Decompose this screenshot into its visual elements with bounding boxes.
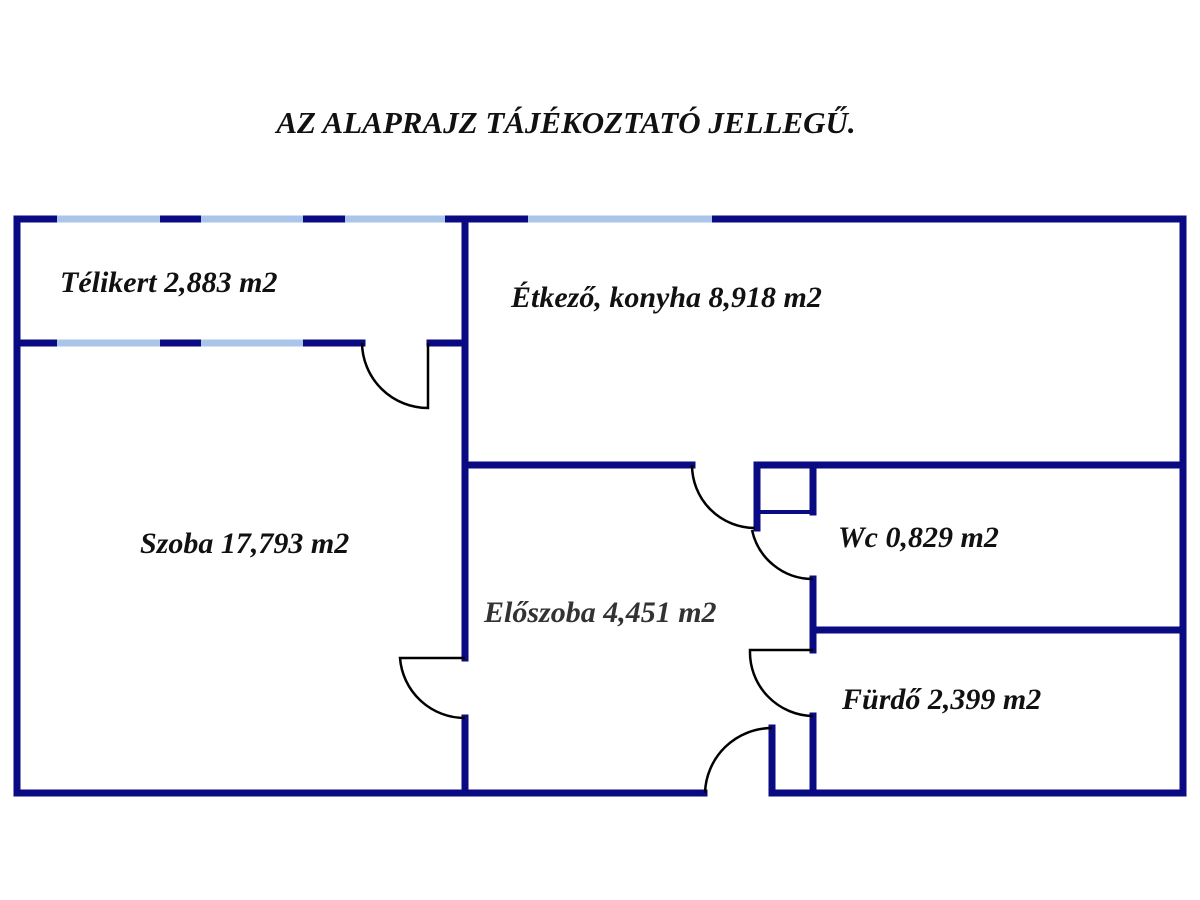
door-bathroom <box>748 648 814 718</box>
door-winter-garden <box>360 342 430 410</box>
room-label-bathroom: Fürdő 2,399 m2 <box>841 683 1041 716</box>
wc-fixture <box>755 463 815 514</box>
room-label-winter-garden: Télikert 2,883 m2 <box>60 266 277 299</box>
door-kitchen <box>690 464 756 530</box>
plan-title: AZ ALAPRAJZ TÁJÉKOZTATÓ JELLEGŰ. <box>274 105 855 140</box>
door-room <box>398 656 466 720</box>
door-entrance <box>703 726 773 794</box>
room-label-wc: Wc 0,829 m2 <box>838 521 999 554</box>
windows <box>57 215 712 347</box>
room-label-kitchen: Étkező, konyha 8,918 m2 <box>510 281 822 314</box>
room-label-hall: Előszoba 4,451 m2 <box>483 596 717 629</box>
door-wc <box>750 529 814 581</box>
room-label-room: Szoba 17,793 m2 <box>140 527 349 560</box>
doors <box>360 342 814 794</box>
